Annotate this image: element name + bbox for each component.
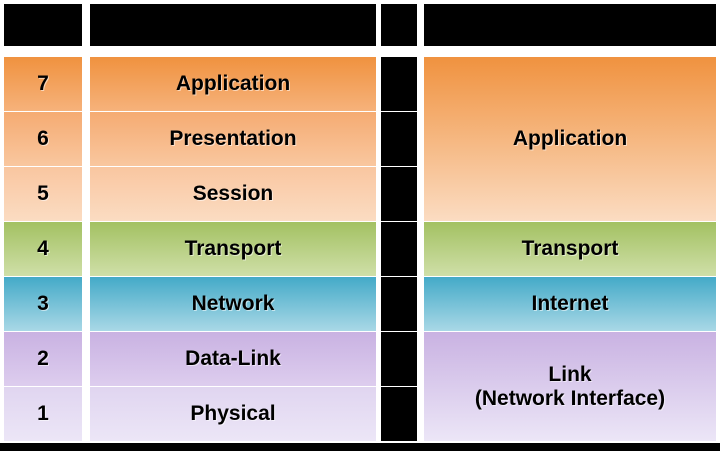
middle-cell-7 — [381, 57, 417, 111]
osi-layer-name-3: Network — [90, 277, 376, 331]
header-cell-middle — [381, 4, 417, 46]
header-cell-osi-layer-name — [90, 4, 376, 46]
osi-layer-number-7: 7 — [4, 57, 82, 111]
osi-layer-number-4: 4 — [4, 222, 82, 276]
middle-cell-1 — [381, 387, 417, 441]
osi-layer-name-2: Data-Link — [90, 332, 376, 386]
osi-layer-number-5: 5 — [4, 167, 82, 221]
tcpip-layer-link: Link (Network Interface) — [424, 332, 716, 441]
osi-layer-number-6: 6 — [4, 112, 82, 166]
tcpip-layer-transport: Transport — [424, 222, 716, 276]
osi-layer-number-1: 1 — [4, 387, 82, 441]
header-cell-layer-number — [4, 4, 82, 46]
osi-layer-name-7: Application — [90, 57, 376, 111]
osi-layer-name-1: Physical — [90, 387, 376, 441]
header-cell-tcpip-layer-name — [424, 4, 716, 46]
osi-layer-name-4: Transport — [90, 222, 376, 276]
bottom-divider — [0, 443, 720, 451]
middle-cell-2 — [381, 332, 417, 386]
middle-cell-3 — [381, 277, 417, 331]
tcpip-layer-internet: Internet — [424, 277, 716, 331]
osi-layer-name-6: Presentation — [90, 112, 376, 166]
osi-layer-name-5: Session — [90, 167, 376, 221]
osi-layer-number-3: 3 — [4, 277, 82, 331]
middle-cell-6 — [381, 112, 417, 166]
osi-layer-number-2: 2 — [4, 332, 82, 386]
middle-cell-4 — [381, 222, 417, 276]
tcpip-layer-application: Application — [424, 57, 716, 221]
middle-cell-5 — [381, 167, 417, 221]
